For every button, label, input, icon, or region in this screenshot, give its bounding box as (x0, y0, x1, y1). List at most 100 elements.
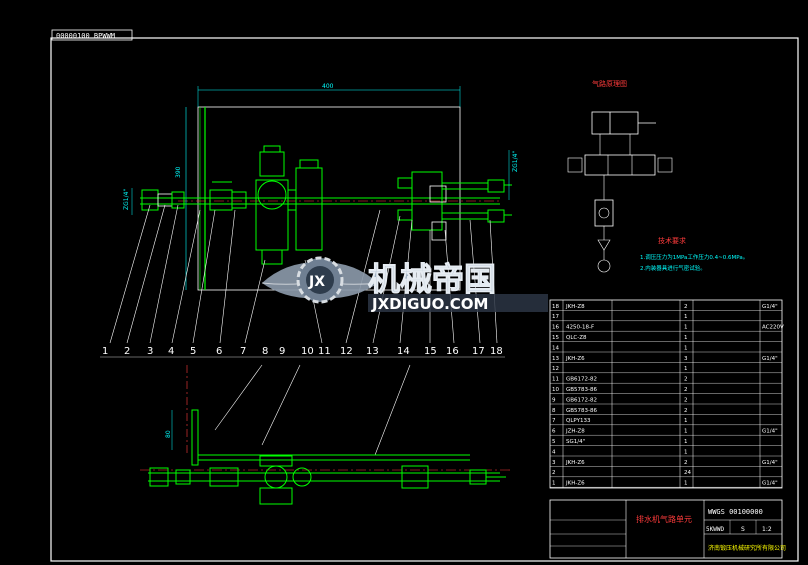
company-name: 济南锻压机械研究所有限公司 (708, 544, 786, 552)
bom-row-note: G1/4" (762, 356, 778, 362)
callout-5: 5 (190, 346, 196, 357)
bom-row-note: G1/4" (762, 481, 778, 487)
frl-regulator-cap (259, 151, 285, 177)
bom-row-code: GB6172-82 (566, 397, 597, 403)
bom-row-code: QLC-Z8 (566, 335, 587, 341)
dim-left-label: ZG1/4" (123, 189, 130, 210)
watermark-cn: 机械帝国 (368, 260, 496, 298)
schematic-valve (584, 154, 656, 176)
front-view: 400 390 ZG1/4" (123, 83, 519, 291)
callout-3: 3 (147, 346, 153, 357)
watermark-logo: JX 机械帝国 JXDIGUO.COM (261, 256, 548, 313)
tech-title: 技术要求 (658, 236, 686, 245)
dim-width-label: 400 (322, 83, 334, 90)
bom-row-qty: 1 (684, 429, 688, 435)
callout-9: 9 (279, 346, 285, 357)
callout-4: 4 (168, 346, 174, 357)
bom-row-qty: 2 (684, 397, 688, 403)
bom-row-no: 8 (552, 408, 556, 414)
bom-row-qty: 1 (684, 481, 688, 487)
bom-row-no: 2 (552, 470, 556, 476)
callout-17: 17 (472, 346, 485, 357)
bom-row-code: SG1/4" (566, 439, 585, 445)
bom-row-no: 4 (552, 449, 556, 455)
bom-row-no: 13 (552, 356, 559, 362)
bom-row-note: AC220V (762, 325, 784, 331)
frl-lubricator (295, 167, 323, 251)
bom-row-code: JKH-Z6 (565, 356, 585, 362)
bom-row-qty: 1 (684, 418, 688, 424)
bom-row-no: 5 (552, 439, 556, 445)
bom-row-code: GB5783-86 (566, 387, 598, 393)
bom-row-no: 10 (552, 387, 559, 393)
sheet-border (50, 37, 799, 562)
bom-row-qty: 1 (684, 345, 688, 351)
bom-row-no: 17 (552, 314, 559, 320)
callout-8: 8 (262, 346, 268, 357)
bom-row-qty: 3 (684, 356, 688, 362)
tech-line-1: 1.调压压力为1MPa工作压力0.4~0.6MPa。 (640, 253, 748, 261)
bom-row-qty: 24 (684, 470, 691, 476)
callout-1: 1 (102, 346, 108, 357)
code-box-text: 00000100 BPWWM (56, 32, 115, 40)
bom-row-no: 1 (552, 481, 556, 487)
bom-row-code: QLPY133 (566, 418, 591, 424)
solenoid-valve (411, 171, 443, 231)
bom-row-qty: 1 (684, 449, 688, 455)
schematic-frl (594, 199, 614, 227)
bom-row-code: JZH-Z8 (565, 429, 585, 435)
schematic-cylinder (591, 111, 639, 135)
bom-row-no: 11 (552, 377, 559, 383)
bom-row-no: 3 (552, 460, 556, 466)
callout-6: 6 (216, 346, 222, 357)
schematic-title: 气路原理图 (592, 79, 627, 88)
bom-row-no: 7 (552, 418, 556, 424)
pressure-gauge (257, 180, 287, 210)
bom-row-code: 4250-18-F (566, 325, 594, 331)
callout-16: 16 (446, 346, 459, 357)
bom-row-note: G1/4" (762, 429, 778, 435)
tech-line-2: 2.内装器具进行气密试验。 (640, 264, 706, 272)
bom-row-qty: 1 (684, 325, 688, 331)
bom-row-code: GB6172-82 (566, 377, 597, 383)
callout-15: 15 (424, 346, 437, 357)
title-block: 排水机气路单元 WWGS 00100000 5KWWD S 1:2 济南锻压机械… (549, 499, 786, 559)
callout-13: 13 (366, 346, 379, 357)
bom-row-no: 16 (552, 325, 559, 331)
leader-lines (109, 204, 498, 456)
callout-12: 12 (340, 346, 353, 357)
frl-filter-bowl (255, 179, 289, 251)
title-name: 排水机气路单元 (636, 514, 692, 524)
bom-row-qty: 1 (684, 439, 688, 445)
watermark-en: JXDIGUO.COM (371, 295, 488, 313)
bom-row-qty: 2 (684, 304, 688, 310)
callout-7: 7 (240, 346, 246, 357)
bom-row-qty: 2 (684, 377, 688, 383)
bom-row-code: JKH-Z6 (565, 460, 585, 466)
dim-right-label: ZG1/4" (512, 151, 519, 172)
code-box (51, 29, 133, 41)
bom-row-code: JKH-Z8 (565, 304, 585, 310)
bom-row-code: JKH-Z6 (565, 481, 585, 487)
bom-row-qty: 2 (684, 387, 688, 393)
bom-row-qty: 1 (684, 314, 688, 320)
bom-row-no: 15 (552, 335, 559, 341)
weight-value: 5KWWD (706, 526, 724, 533)
callout-14: 14 (397, 346, 410, 357)
bom-row-no: 18 (552, 304, 559, 310)
callout-2: 2 (124, 346, 130, 357)
bom-row-qty: 1 (684, 366, 688, 372)
bom-row-no: 14 (552, 345, 559, 351)
drawing-number: WWGS 00100000 (708, 508, 763, 516)
bom-row-note: G1/4" (762, 460, 778, 466)
callout-18: 18 (490, 346, 503, 357)
bom-row-qty: 1 (684, 335, 688, 341)
callout-numbers: 1 2 3 4 5 6 7 8 9 10 11 12 13 14 15 16 1… (102, 346, 503, 357)
dim-side-label: 80 (165, 430, 172, 438)
dim-height-label: 390 (175, 166, 182, 178)
bom-row-qty: 2 (684, 408, 688, 414)
bom-row-note: G1/4" (762, 304, 778, 310)
bom-row-code: GB5783-86 (566, 408, 598, 414)
bom-row-no: 12 (552, 366, 559, 372)
